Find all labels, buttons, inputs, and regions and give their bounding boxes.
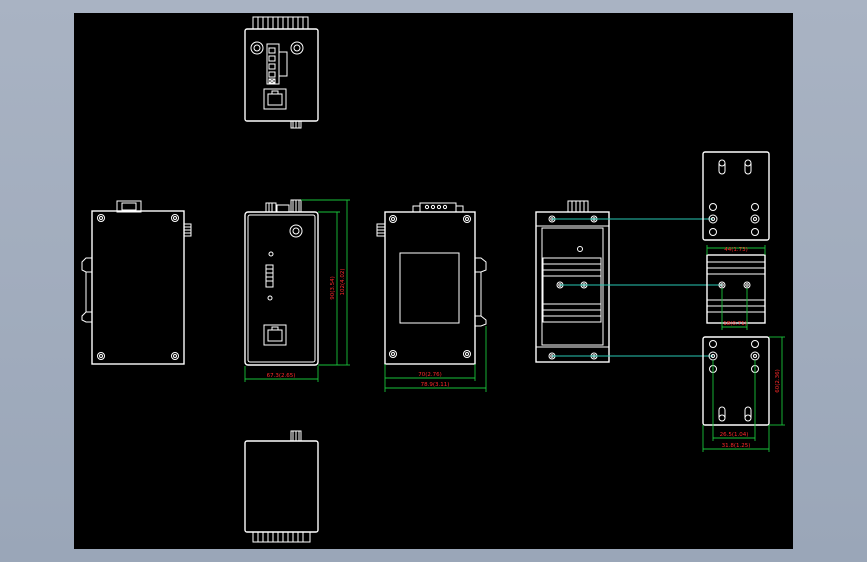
bracket-height-dimension: 60(2.36) — [775, 369, 781, 393]
rail-hole-spacing-dimension: 18(0.71) — [723, 321, 747, 327]
leader-lines — [552, 218, 722, 357]
front-height-inner-dimension: 90(3.54) — [330, 276, 336, 300]
rail-width-dimension: 44(1.73) — [724, 247, 748, 253]
drawing-canvas — [74, 13, 793, 549]
front-width-dimension: 67.3(2.65) — [267, 373, 296, 379]
wall-bracket-bottom: 60(2.36) 26.5(1.04) 31.8(1.25) — [702, 336, 785, 452]
bottom-view — [244, 430, 319, 543]
top-view — [244, 16, 319, 129]
side-width-outer-dimension: 78.9(3.11) — [421, 382, 450, 388]
front-view: 67.3(2.65) 90(3.54) 102(4.02) — [244, 199, 350, 382]
din-rail-clip: 44(1.73) 18(0.71) — [706, 245, 766, 330]
wall-bracket-top — [702, 151, 770, 241]
left-side-view — [81, 200, 192, 365]
bracket-width-dimension: 31.8(1.25) — [722, 443, 751, 449]
front-height-outer-dimension: 102(4.02) — [340, 268, 346, 295]
right-side-view: 70(2.76) 78.9(3.11) — [376, 202, 487, 392]
bracket-hole-spacing-dimension: 26.5(1.04) — [720, 432, 749, 438]
side-width-inner-dimension: 70(2.76) — [418, 372, 442, 378]
